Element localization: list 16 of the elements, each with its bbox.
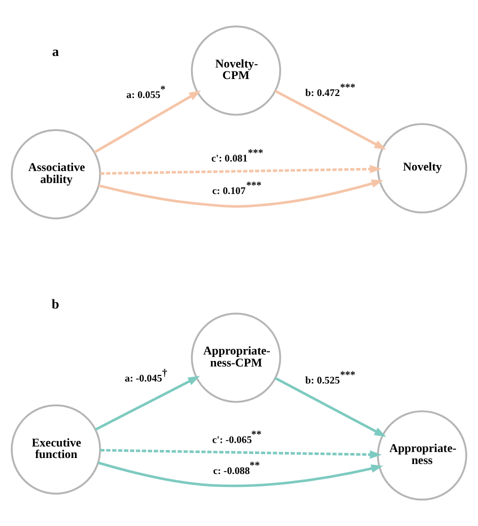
node-circle: Novelty- CPM: [190, 25, 282, 116]
arrow: [94, 90, 201, 154]
arrow: [100, 448, 382, 459]
arrow: [94, 376, 200, 431]
node-circle: Associative ability: [10, 129, 102, 220]
arrow: [274, 376, 386, 437]
node-circle: Novelty: [376, 123, 468, 214]
label: a: [52, 44, 59, 59]
label: b: [52, 296, 60, 312]
node-circle: Appropriate- ness: [376, 410, 468, 501]
node-circle: Appropriate- ness-CPM: [190, 312, 282, 403]
node-circle: Executive function: [10, 404, 102, 495]
arrow: [98, 462, 384, 488]
arrow: [100, 164, 382, 175]
arrow: [274, 90, 386, 150]
arrow: [98, 180, 384, 208]
